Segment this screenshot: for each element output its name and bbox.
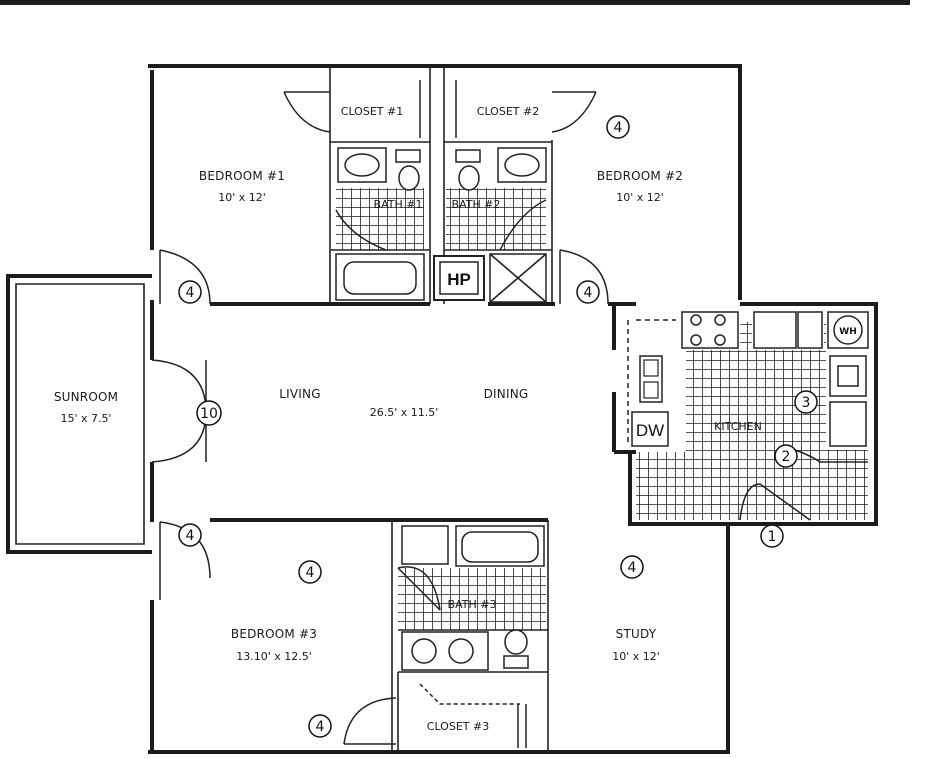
closet2-name: CLOSET #2 — [477, 105, 539, 118]
closet1-name: CLOSET #1 — [341, 105, 403, 118]
study-dims: 10' x 12' — [612, 650, 660, 663]
marker-bed3: 4 — [298, 560, 322, 584]
marker-entry-1: 1 — [760, 524, 784, 548]
svg-text:4: 4 — [316, 719, 325, 735]
dishwasher — [631, 411, 669, 447]
bedroom2-dims: 10' x 12' — [616, 191, 664, 204]
dining-name: DINING — [484, 387, 529, 401]
room-labels: BEDROOM #1 10' x 12' BEDROOM #2 10' x 12… — [54, 105, 857, 733]
bedroom3-name: BEDROOM #3 — [231, 627, 317, 641]
svg-text:4: 4 — [186, 285, 195, 301]
study-name: STUDY — [616, 627, 657, 641]
bath1-name: BATH #1 — [374, 198, 423, 211]
bath-fixtures — [335, 147, 547, 671]
interior-walls — [210, 66, 614, 752]
bedroom1-dims: 10' x 12' — [218, 191, 266, 204]
markers: 4 4 4 10 4 4 4 4 — [178, 115, 818, 738]
bedroom1-name: BEDROOM #1 — [199, 169, 285, 183]
living-name: LIVING — [279, 387, 320, 401]
marker-bed2: 4 — [606, 115, 630, 139]
kitchen-fixtures — [627, 311, 869, 447]
living-dining-dims: 26.5' x 11.5' — [370, 406, 439, 419]
bath2-name: BATH #2 — [452, 198, 501, 211]
kitchen-name: KITCHEN — [714, 420, 762, 433]
bath3-name: BATH #3 — [448, 598, 497, 611]
sunroom-dims: 15' x 7.5' — [60, 412, 111, 425]
svg-text:4: 4 — [186, 528, 195, 544]
svg-text:4: 4 — [306, 565, 315, 581]
exterior-walls — [6, 64, 878, 754]
marker-sunroom: 10 — [196, 400, 222, 426]
marker-study: 4 — [620, 555, 644, 579]
svg-text:2: 2 — [782, 449, 791, 465]
hp-label: HP — [447, 270, 471, 289]
svg-text:3: 3 — [802, 395, 811, 411]
marker-bed3-door: 4 — [178, 523, 202, 547]
svg-text:10: 10 — [200, 406, 218, 422]
sunroom-name: SUNROOM — [54, 390, 118, 404]
wh-label: WH — [839, 327, 856, 337]
dw-label: DW — [636, 421, 664, 440]
marker-bed1-door: 4 — [178, 280, 202, 304]
marker-kitchen-2: 2 — [774, 444, 798, 468]
bedroom2-name: BEDROOM #2 — [597, 169, 683, 183]
svg-text:4: 4 — [584, 285, 593, 301]
svg-text:1: 1 — [768, 529, 777, 545]
top-border — [0, 0, 910, 5]
marker-closet3: 4 — [308, 714, 332, 738]
bedroom3-dims: 13.10' x 12.5' — [236, 650, 312, 663]
marker-bed2-door: 4 — [576, 280, 600, 304]
svg-text:4: 4 — [628, 560, 637, 576]
marker-kitchen-3: 3 — [794, 390, 818, 414]
svg-text:4: 4 — [614, 120, 623, 136]
closet3-name: CLOSET #3 — [427, 720, 489, 733]
